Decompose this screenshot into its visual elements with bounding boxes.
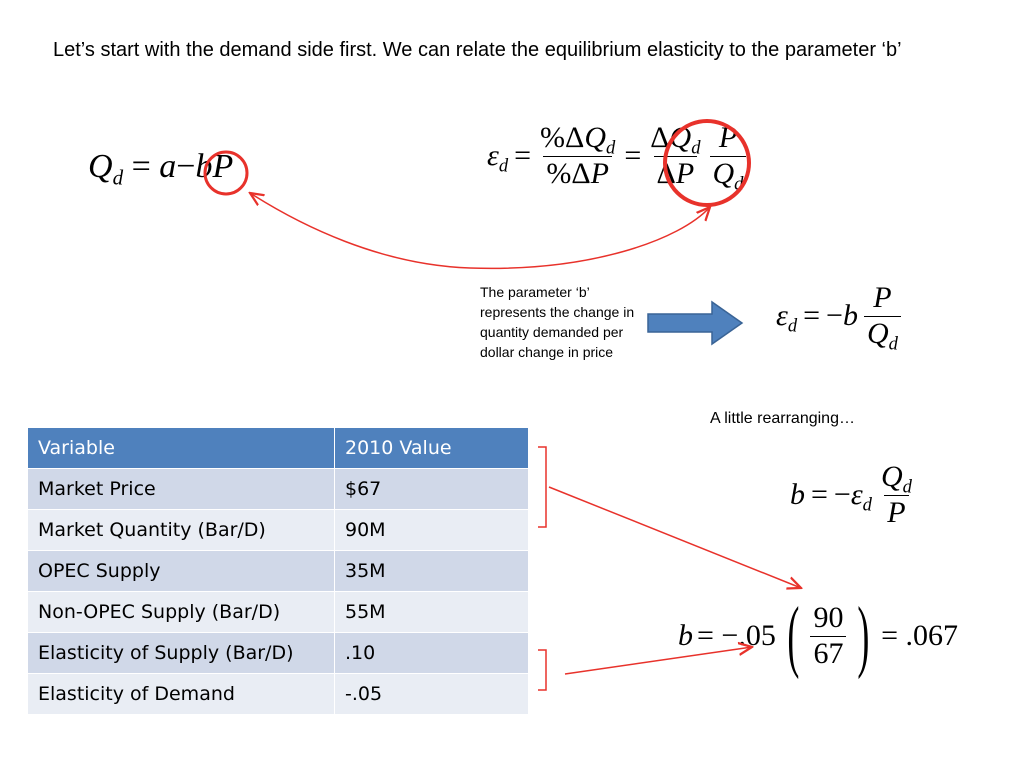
eq5-numerator: 90 <box>813 601 844 634</box>
right-paren: ) <box>857 592 870 680</box>
table-row: Market Price $67 <box>27 468 529 510</box>
data-table: Variable 2010 Value Market Price $67 Mar… <box>27 427 529 715</box>
eq5-denominator: 67 <box>810 635 847 672</box>
table-cell: Market Quantity (Bar/D) <box>27 509 335 551</box>
table-cell: .10 <box>334 632 529 674</box>
rearranging-text: A little rearranging… <box>710 410 855 427</box>
arrow-to-numeric-1 <box>548 486 801 588</box>
table-cell: Market Price <box>27 468 335 510</box>
b-highlight-circle <box>203 150 249 196</box>
table-header-row: Variable 2010 Value <box>27 427 529 469</box>
table-row: Elasticity of Demand -.05 <box>27 673 529 715</box>
column-header: 2010 Value <box>334 427 529 469</box>
table-cell: 35M <box>334 550 529 592</box>
parameter-note: The parameter ‘b’ represents the change … <box>480 284 635 360</box>
intro-text: Let’s start with the demand side first. … <box>53 39 902 61</box>
delta-highlight-circle <box>663 119 751 207</box>
table-cell: Elasticity of Demand <box>27 673 335 715</box>
curved-arrow-right <box>469 207 710 270</box>
table-row: OPEC Supply 35M <box>27 550 529 592</box>
right-arrow-icon <box>647 300 744 346</box>
left-paren: ( <box>787 592 800 680</box>
table-cell: 55M <box>334 591 529 633</box>
curved-arrow-left <box>250 193 471 269</box>
table-cell: Elasticity of Supply (Bar/D) <box>27 632 335 674</box>
arrow-to-numeric-2 <box>564 647 752 675</box>
eq5-lhs: b <box>678 619 693 652</box>
table-cell: Non-OPEC Supply (Bar/D) <box>27 591 335 633</box>
column-header: Variable <box>27 427 335 469</box>
bracket-upper <box>538 446 547 528</box>
table-cell: OPEC Supply <box>27 550 335 592</box>
table-row: Elasticity of Supply (Bar/D) .10 <box>27 632 529 674</box>
table-cell: $67 <box>334 468 529 510</box>
table-cell: 90M <box>334 509 529 551</box>
eq5-result: = .067 <box>881 619 959 652</box>
table-row: Non-OPEC Supply (Bar/D) 55M <box>27 591 529 633</box>
table-row: Market Quantity (Bar/D) 90M <box>27 509 529 551</box>
b-numeric-equation: b = −.05 ( 90 67 ) = .067 <box>678 596 958 676</box>
bracket-lower <box>538 649 547 691</box>
eq5-coef: = −.05 <box>697 619 776 652</box>
table-cell: -.05 <box>334 673 529 715</box>
